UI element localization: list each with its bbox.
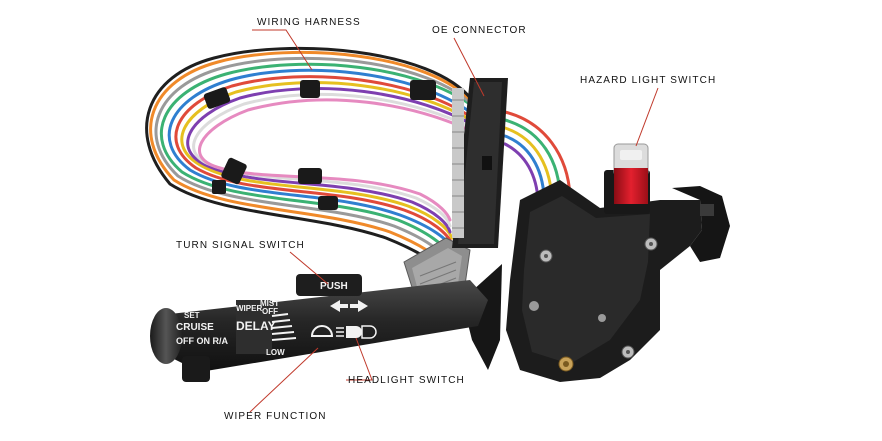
- multifunction-stalk: [150, 274, 488, 382]
- callout-lines: [249, 29, 659, 413]
- wiring-harness-callout-line: [252, 29, 313, 71]
- hazard-light-switch: [604, 143, 650, 214]
- wiper-callout-line: [249, 347, 319, 413]
- stalk-lettering: PUSH SET CRUISE OFF ON R/A WIPER MIST OF…: [176, 281, 377, 357]
- turn-signal-callout-line: [289, 251, 329, 285]
- hazard-light-switch-label: HAZARD LIGHT SWITCH: [580, 75, 717, 86]
- turn-signal-switch-label: TURN SIGNAL SWITCH: [176, 240, 305, 251]
- stalk-push-label: PUSH: [320, 281, 348, 292]
- stalk-set-label: SET: [184, 311, 200, 320]
- stalk-cruise-label: CRUISE: [176, 322, 214, 333]
- stalk-mist-label: MIST: [260, 299, 279, 308]
- oe-connector-label: OE CONNECTOR: [432, 25, 527, 36]
- stalk-wiper-label: WIPER: [236, 304, 262, 313]
- stalk-off-label: OFF: [262, 307, 278, 316]
- stalk-off-on-ra-label: OFF ON R/A: [176, 336, 228, 346]
- turn-left-arrow-icon: [330, 300, 348, 312]
- oe-connector: [452, 78, 508, 248]
- turn-right-arrow-icon: [350, 300, 368, 312]
- wiper-function-label: WIPER FUNCTION: [224, 411, 327, 422]
- oe-connector-callout-line: [453, 37, 485, 97]
- hazard-callout-line: [635, 87, 659, 147]
- stalk-delay-label: DELAY: [236, 319, 276, 333]
- switch-housing: [506, 180, 730, 382]
- high-beam-icon: [361, 325, 377, 339]
- wiring-harness: [145, 46, 572, 276]
- turn-signal-blade: [462, 264, 502, 370]
- stalk-low-label: LOW: [266, 348, 285, 357]
- headlight-callout-line: [346, 337, 373, 381]
- headlight-switch-label: HEADLIGHT SWITCH: [348, 375, 465, 386]
- headlight-icon: [346, 326, 362, 338]
- wiring-harness-label: WIRING HARNESS: [257, 17, 361, 28]
- wiper-icon: [310, 325, 334, 337]
